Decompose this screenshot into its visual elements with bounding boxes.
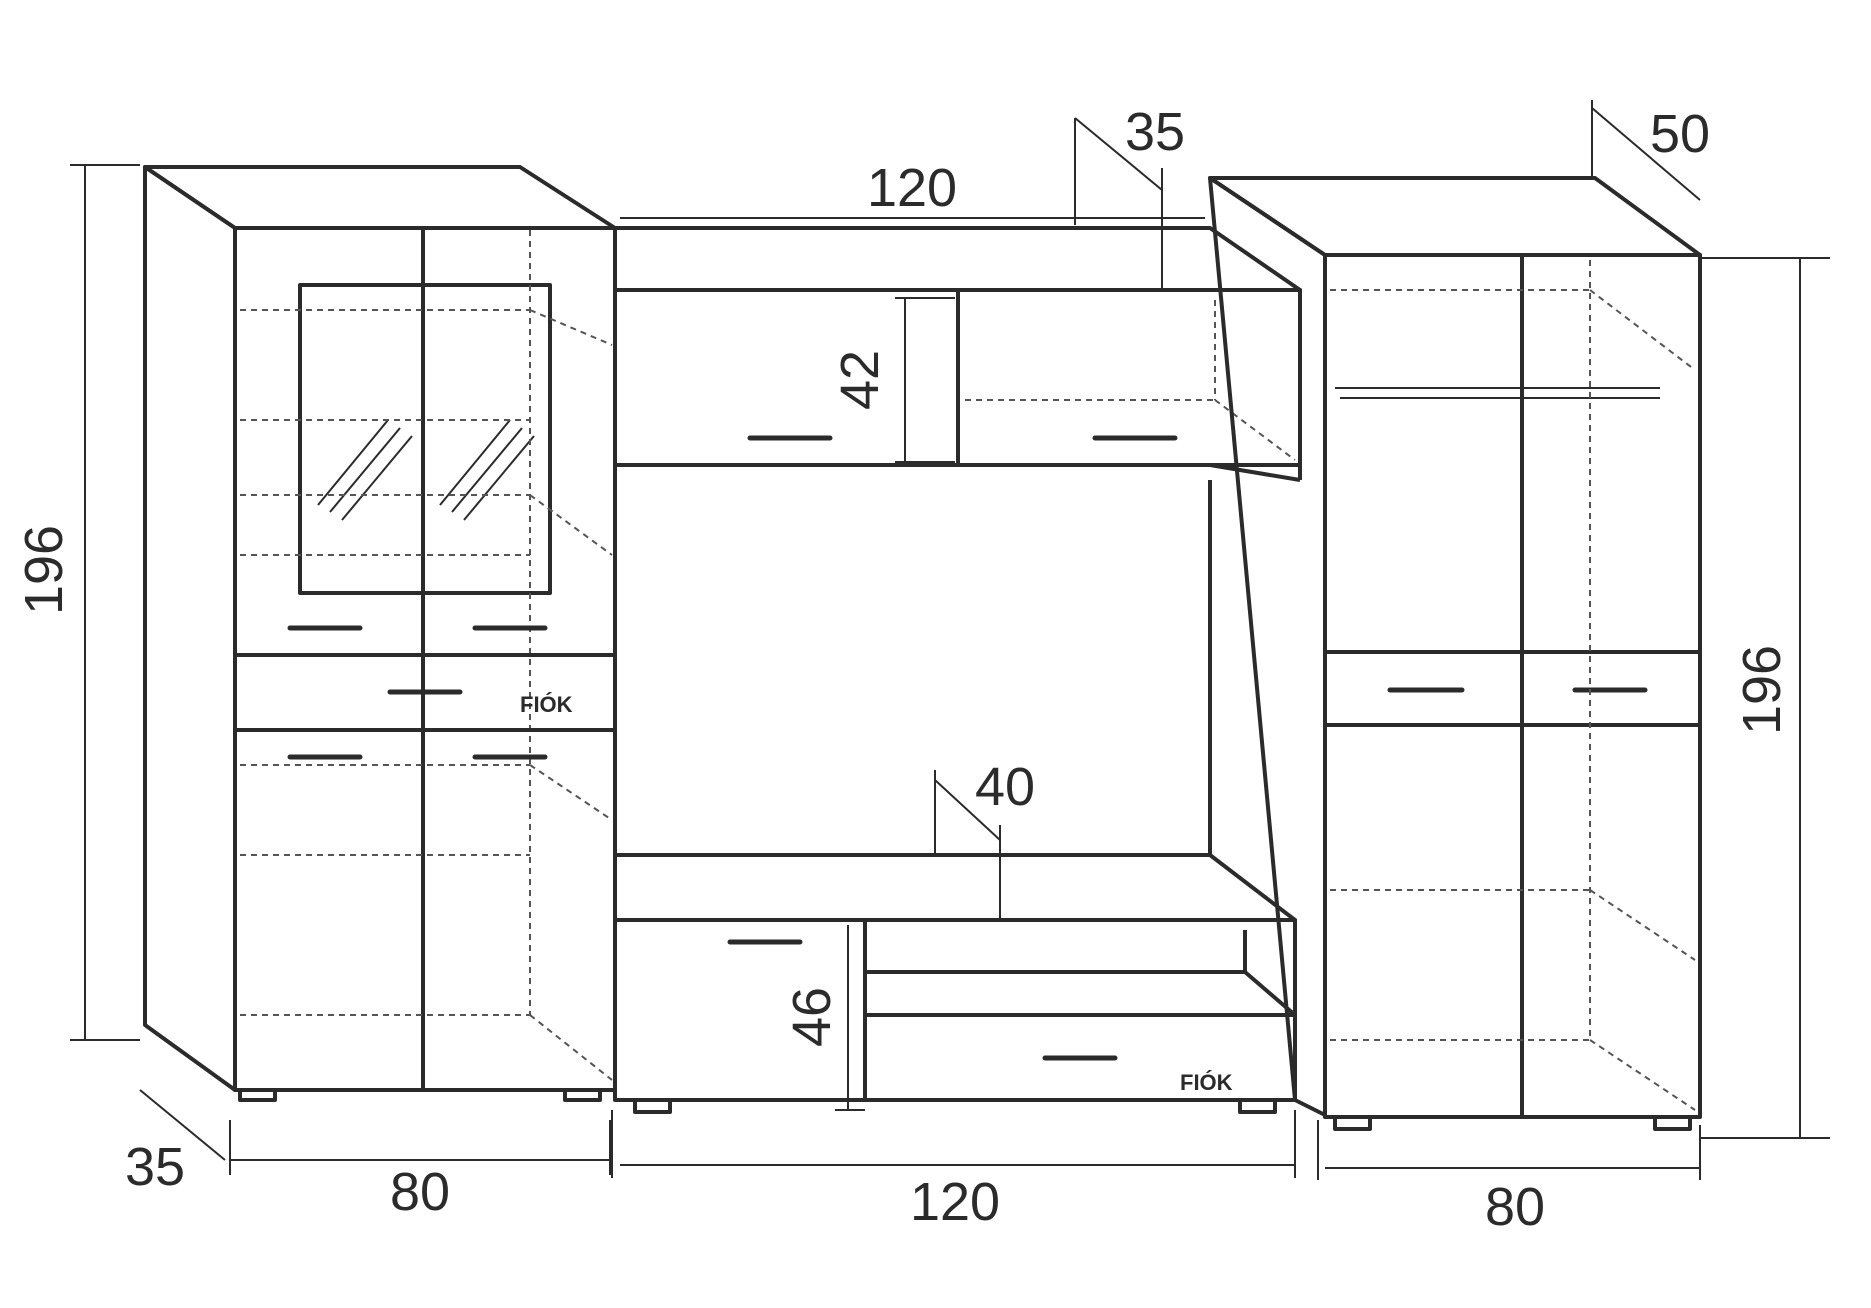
top-depth-label: 35	[1125, 102, 1185, 162]
dimension-labels: 196 35 80 120 35 42 50 196 40 46 120 80	[14, 102, 1792, 1237]
top-width-label: 120	[867, 158, 957, 218]
left-cabinet: FIÓK	[143, 165, 617, 1102]
dimension-lines	[70, 100, 1830, 1180]
tv-drawer-label: FIÓK	[1180, 1070, 1233, 1095]
left-width-label: 80	[390, 1162, 450, 1222]
center-back-panel	[613, 465, 1212, 855]
left-depth-label: 35	[125, 1137, 185, 1197]
right-depth-label: 50	[1650, 104, 1710, 164]
left-height-label: 196	[14, 525, 74, 615]
top-wall-cabinet	[613, 226, 1302, 482]
tv-height-label: 46	[782, 987, 842, 1047]
bottom-width-label: 120	[910, 1172, 1000, 1232]
right-height-label: 196	[1732, 645, 1792, 735]
tv-depth-label: 40	[975, 757, 1035, 817]
top-cabinet-height-label: 42	[830, 350, 890, 410]
left-drawer-label: FIÓK	[520, 692, 573, 717]
right-wardrobe	[1208, 176, 1702, 1131]
tv-stand: FIÓK	[613, 853, 1297, 1114]
right-width-label: 80	[1485, 1177, 1545, 1237]
